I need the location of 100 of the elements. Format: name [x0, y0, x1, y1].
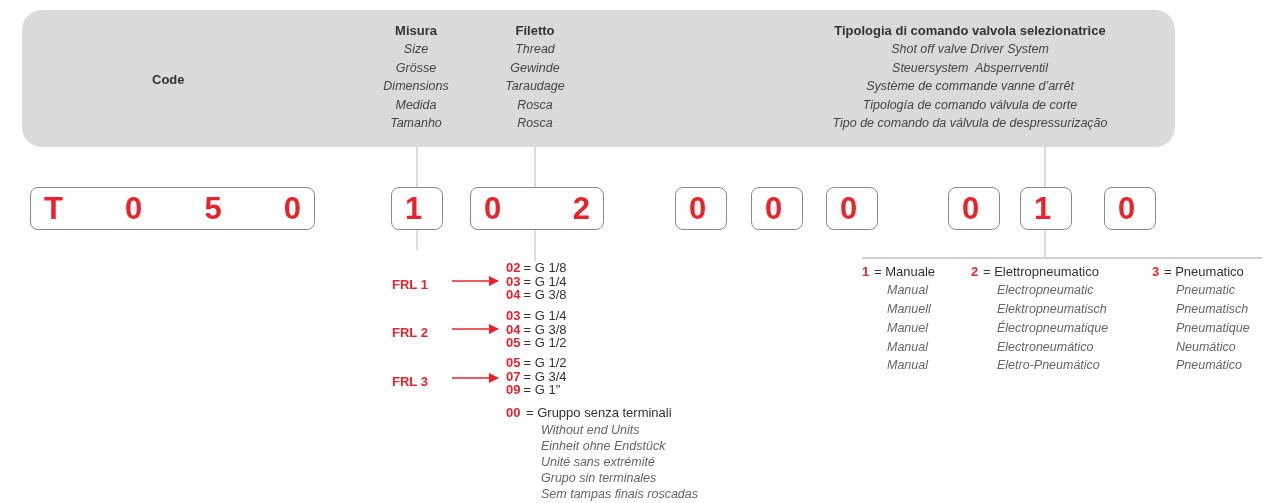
translation-text: Manual	[887, 339, 928, 355]
code-digit: 1	[405, 193, 423, 224]
translation-text: Pneumático	[1176, 357, 1242, 373]
column-heading: Misura	[395, 22, 437, 40]
connector-line	[416, 146, 418, 188]
code-box	[675, 187, 727, 230]
translation-text: Thread	[515, 41, 555, 58]
column-heading: Tipologia di comando valvola selezionatrice	[834, 22, 1106, 40]
connector-line	[416, 229, 418, 251]
translation-text: Elektropneumatisch	[997, 301, 1107, 317]
translation-text: Einheit ohne Endstück	[541, 438, 666, 454]
translation-text: Gewinde	[510, 59, 560, 77]
code-value: 03	[506, 309, 521, 323]
option-text: = Gruppo senza terminali	[526, 405, 672, 421]
translation-text: Électropneumatique	[997, 320, 1109, 336]
thread-size: = G 3/8	[523, 288, 567, 302]
code-value: 05	[506, 356, 521, 370]
connector-line	[534, 229, 536, 262]
translation-text: Manuell	[887, 301, 931, 317]
code-digit: 0	[962, 193, 980, 224]
thread-size: = G 1/8	[523, 261, 567, 275]
code-digit: 0	[689, 193, 707, 224]
code-digit: 0	[283, 193, 301, 224]
code-value: 03	[506, 274, 521, 288]
arrow	[451, 324, 499, 334]
thread-size: = G 1/2	[523, 336, 567, 350]
translation-text: Medida	[395, 96, 437, 114]
code-value: 00	[506, 405, 521, 421]
translation-text: Sem tampas finais roscadas	[541, 486, 698, 502]
thread-size: = G 3/8	[523, 322, 567, 336]
code-digit: 0	[484, 193, 502, 224]
code-value: 07	[506, 369, 521, 383]
arrow	[451, 276, 499, 286]
code-box	[1020, 187, 1072, 230]
translation-text: Shot off valve Driver System	[891, 41, 1049, 58]
code-box	[391, 187, 443, 230]
translation-text: Steuersystem Absperrventil	[892, 59, 1048, 77]
code-digit: 1	[1034, 193, 1052, 224]
code-value: 05	[506, 336, 521, 350]
code-digit: T	[44, 193, 63, 224]
translation-text: Grösse	[395, 59, 437, 77]
arrow	[451, 373, 499, 383]
thread-size: = G 1/2	[523, 356, 567, 370]
series-label: FRL 3	[392, 374, 428, 389]
divider-line	[862, 257, 1262, 259]
option-text: = Pneumatico	[1164, 264, 1244, 280]
translation-text: Taraudage	[505, 78, 565, 95]
translation-text: Pneumatique	[1176, 320, 1250, 336]
translation-text: Manual	[887, 282, 928, 298]
code-value: 02	[506, 261, 521, 275]
code-digit: 5	[204, 193, 222, 224]
translation-text: Pneumatic	[1176, 282, 1236, 298]
column-heading: Filetto	[515, 22, 555, 40]
connector-line	[1044, 229, 1046, 258]
series-label: FRL 1	[392, 277, 428, 292]
thread-size: = G 1/4	[523, 274, 567, 288]
code-digit: 0	[840, 193, 858, 224]
translation-text: Manuel	[887, 320, 928, 336]
code-digit: 0	[1118, 193, 1136, 224]
code-box	[948, 187, 1000, 230]
thread-size: = G 3/4	[523, 369, 567, 383]
thread-size: = G 1"	[523, 383, 561, 397]
connector-line	[1044, 146, 1046, 188]
translation-text: Tipo de comando da válvula de despressurização	[832, 115, 1108, 132]
code-digit: 2	[572, 193, 590, 224]
code-digit: 0	[765, 193, 783, 224]
code-box	[826, 187, 878, 230]
translation-text: Size	[403, 41, 429, 58]
connector-line	[534, 146, 536, 188]
translation-text: Electropneumatic	[997, 282, 1094, 298]
code-value: 04	[506, 322, 521, 336]
code-value: 09	[506, 383, 521, 397]
translation-text: Eletro-Pneumático	[997, 357, 1100, 373]
translation-text: Pneumatisch	[1176, 301, 1249, 317]
translation-text: Système de commande vanne d’arrêt	[866, 78, 1074, 95]
code-value: 1	[862, 264, 870, 280]
code-value: 3	[1152, 264, 1160, 280]
column-heading: Code	[152, 71, 185, 89]
translation-text: Manual	[887, 357, 928, 373]
translation-text: Tamanho	[390, 115, 442, 132]
series-label: FRL 2	[392, 325, 428, 340]
translation-text: Rosca	[517, 96, 553, 114]
code-value: 2	[971, 264, 979, 280]
code-box	[470, 187, 604, 230]
code-box	[30, 187, 315, 230]
option-text: = Manuale	[874, 264, 936, 280]
translation-text: Electroneumático	[997, 339, 1094, 355]
translation-text: Dimensions	[383, 78, 449, 95]
translation-text: Without end Units	[541, 422, 640, 438]
code-box	[1104, 187, 1156, 230]
translation-text: Unité sans extrémité	[541, 454, 655, 470]
header-band	[22, 10, 1175, 147]
code-box	[751, 187, 803, 230]
translation-text: Tipología de comando válvula de corte	[862, 96, 1078, 114]
code-digit: 0	[125, 193, 143, 224]
translation-text: Grupo sin terminales	[541, 470, 657, 486]
thread-size: = G 1/4	[523, 309, 567, 323]
option-text: = Elettropneumatico	[983, 264, 1099, 280]
translation-text: Neumático	[1176, 339, 1236, 355]
code-value: 04	[506, 288, 521, 302]
